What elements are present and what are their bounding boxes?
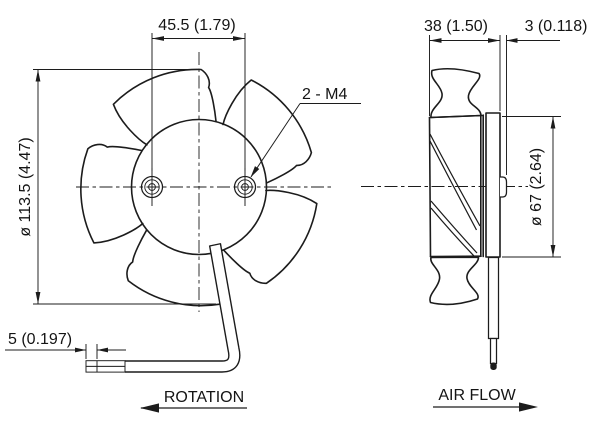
mounting-hole-left (140, 168, 164, 206)
fan-blade (80, 143, 144, 244)
dim-arrow (233, 36, 245, 41)
hole-outer-circle (140, 175, 164, 199)
airflow-indicator: AIR FLOW (433, 387, 522, 408)
wire-casing-body (125, 243, 240, 372)
side-view: 38 (1.50) 3 (0.118) ø 67 (2.64) AIR FLOW (361, 18, 588, 408)
dimension-text: ø 113.5 (4.47) (17, 137, 34, 236)
wire-core (489, 337, 498, 365)
fan-blade (112, 68, 217, 146)
hole-inner-circle (241, 183, 249, 191)
dimension-text: ø 67 (2.64) (528, 148, 545, 226)
leader-arrow-icon (250, 166, 260, 178)
blade-profile-edge (429, 140, 478, 231)
dim-arrow (550, 116, 556, 129)
dim-arrow (429, 38, 442, 43)
dimension-text: 3 (0.118) (525, 18, 588, 35)
hole-outer-circle (233, 175, 257, 199)
callout-text: 2 - M4 (302, 86, 347, 103)
dim-arrow (35, 292, 41, 304)
motor-lead-wire (85, 242, 241, 373)
blade-profile-edge (430, 200, 478, 254)
hole-inner-circle (148, 183, 156, 191)
hole-middle-circle (237, 179, 253, 195)
dimension-text: 38 (1.50) (424, 18, 488, 35)
side-mounting-plate (485, 112, 508, 258)
fan-blade (223, 189, 318, 285)
mounting-hole-right (233, 168, 257, 206)
blade-profile-edge (430, 207, 475, 257)
dimension-arrowheads (35, 36, 556, 413)
dimension-text: 45.5 (1.79) (158, 17, 235, 34)
wire-tip (490, 362, 497, 370)
dim-arrow (550, 245, 556, 257)
blade-profile-edge (429, 133, 481, 227)
rotation-arrow-icon (140, 403, 159, 413)
dim-arrow (152, 36, 164, 41)
dim-arrow (488, 38, 500, 43)
dim-arrow (75, 347, 86, 353)
wire-jacket (487, 256, 500, 340)
front-view: 45.5 (1.79) ø 113.5 (4.47) 2 - M4 5 (0.1… (5, 17, 361, 409)
dim-arrow (97, 347, 108, 353)
side-blade-bottom (429, 256, 480, 306)
airflow-arrow-icon (519, 402, 538, 412)
thread-callout: 2 - M4 (250, 86, 361, 178)
hole-middle-circle (144, 179, 160, 195)
plate-boss (500, 176, 508, 198)
side-blade-top (430, 67, 482, 119)
dimension-hub-diameter: ø 67 (2.64) (502, 116, 561, 258)
fan-blade (222, 79, 313, 184)
stripped-wire-lower (85, 365, 126, 373)
hub-left-edge (428, 116, 432, 258)
fan-blade (126, 229, 223, 307)
dim-arrow (506, 38, 518, 43)
dimension-depth: 38 (1.50) (424, 18, 501, 116)
dimension-lead-strip: 5 (0.197) (5, 331, 126, 359)
side-hub-body (428, 114, 485, 258)
plate-body (485, 112, 501, 258)
rotation-label: ROTATION (164, 389, 244, 406)
impeller-hub-circle (130, 118, 268, 256)
leader-line (250, 103, 301, 178)
side-lead-wire (487, 256, 500, 370)
dimension-boss-protrusion: 3 (0.118) (506, 18, 588, 175)
stripped-wire-upper (85, 360, 126, 367)
wire-end-cap (209, 242, 222, 247)
airflow-label: AIR FLOW (438, 387, 516, 404)
dimension-hole-spacing: 45.5 (1.79) (151, 17, 246, 171)
dimension-blade-diameter: ø 113.5 (4.47) (17, 69, 216, 305)
dimension-text: 5 (0.197) (8, 331, 72, 348)
hub-top-edge (428, 114, 483, 119)
dim-arrow (35, 69, 41, 82)
